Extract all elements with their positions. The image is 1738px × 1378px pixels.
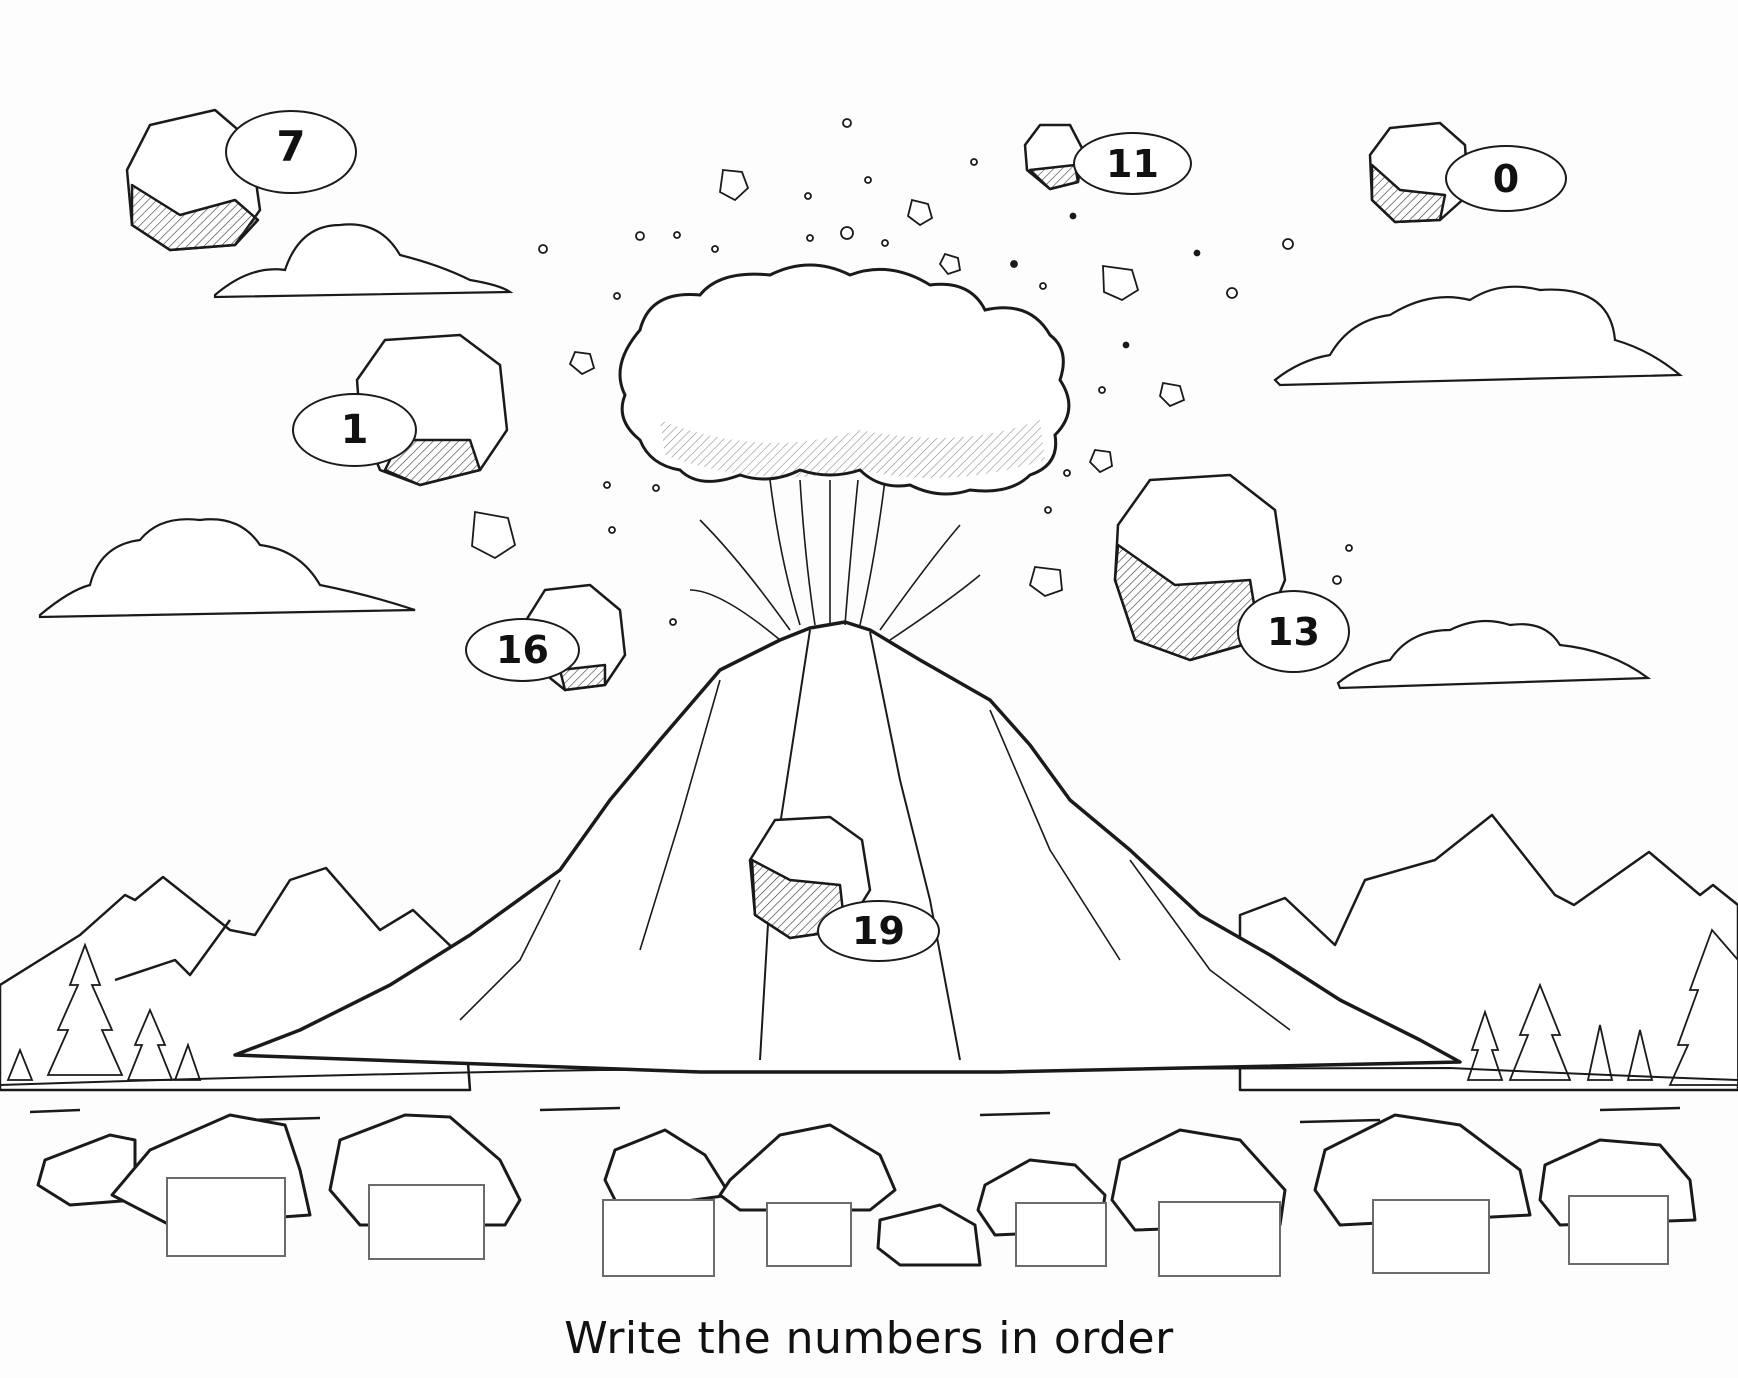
- foreground-boulders: [36, 1113, 1697, 1267]
- rock-11: [1023, 123, 1085, 191]
- answer-box-4[interactable]: [766, 1202, 852, 1267]
- number-label: 13: [1267, 609, 1320, 654]
- number-label: 7: [276, 121, 306, 171]
- ash-cloud: [618, 263, 1071, 496]
- number-label: 16: [496, 628, 549, 672]
- number-oval-16: 16: [465, 618, 580, 682]
- clouds: [38, 223, 1683, 690]
- eruption-streams: [689, 479, 981, 641]
- rock-0: [1368, 121, 1470, 224]
- answer-box-5[interactable]: [1015, 1202, 1107, 1267]
- number-oval-0: 0: [1445, 145, 1567, 212]
- number-label: 11: [1106, 141, 1159, 186]
- number-oval-13: 13: [1237, 590, 1350, 673]
- number-oval-11: 11: [1073, 132, 1192, 195]
- answer-box-2[interactable]: [368, 1184, 485, 1260]
- answer-box-1[interactable]: [166, 1177, 286, 1257]
- instruction-text: Write the numbers in order: [564, 1313, 1174, 1364]
- number-label: 1: [340, 407, 369, 453]
- ground: [0, 1066, 1738, 1124]
- flying-debris: [471, 118, 1353, 626]
- answer-box-8[interactable]: [1568, 1195, 1669, 1265]
- answer-box-7[interactable]: [1372, 1199, 1490, 1274]
- number-oval-19: 19: [817, 900, 940, 962]
- number-oval-7: 7: [225, 110, 357, 194]
- number-label: 19: [852, 909, 905, 953]
- answer-box-3[interactable]: [602, 1199, 715, 1277]
- answer-box-6[interactable]: [1158, 1201, 1281, 1277]
- number-label: 0: [1492, 156, 1520, 201]
- number-oval-1: 1: [292, 393, 417, 467]
